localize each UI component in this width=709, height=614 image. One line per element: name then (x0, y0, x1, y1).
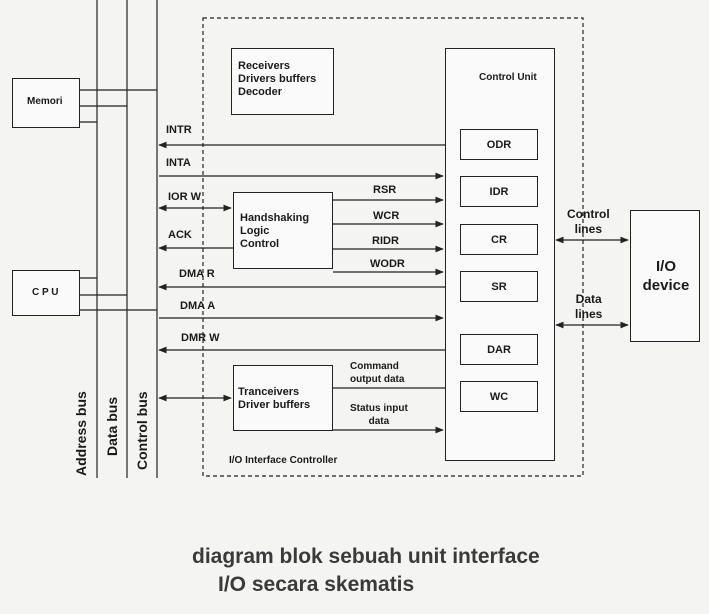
caption-line-2: I/O secara skematis (218, 573, 415, 596)
cpu-block: C P U (12, 270, 80, 316)
wodr-label: WODR (370, 258, 405, 270)
handshaking-label: Handshaking Logic Control (240, 212, 310, 250)
iorw-label: IOR W (168, 191, 201, 203)
ack-label: ACK (168, 229, 192, 241)
register-odr: ODR (460, 129, 538, 160)
ridr-label: RIDR (372, 235, 399, 247)
register-wc: WC (460, 381, 538, 412)
register-dar: DAR (460, 334, 538, 365)
register-idr: IDR (460, 176, 538, 207)
caption-line-1: diagram blok sebuah unit interface (192, 545, 540, 568)
inta-label: INTA (166, 157, 191, 169)
dmaa-label: DMA A (180, 300, 216, 312)
control-bus-label: Control bus (134, 391, 150, 470)
io-device-label: I/O device (642, 258, 690, 294)
cpu-label: C P U (32, 287, 59, 298)
data-bus-label: Data bus (104, 396, 120, 456)
intr-label: INTR (166, 124, 192, 136)
handshaking-block: Handshaking Logic Control (233, 192, 333, 269)
controller-label: I/O Interface Controller (229, 455, 338, 466)
memori-block: Memori (12, 78, 80, 128)
dmar-label: DMA R (179, 268, 215, 280)
io-device-block: I/O device (630, 210, 700, 342)
tranceivers-block: Tranceivers Driver buffers (233, 365, 333, 431)
memori-label: Memori (27, 96, 63, 107)
command-output-label: Command output data (350, 361, 405, 385)
controller-boundary (202, 17, 584, 477)
wcr-label: WCR (373, 210, 400, 222)
data-lines-label: Data lines (575, 292, 603, 321)
rsr-label: RSR (373, 184, 397, 196)
receivers-label: Receivers Drivers buffers Decoder (238, 60, 317, 98)
status-input-label: Status input data (350, 403, 408, 427)
register-cr: CR (460, 224, 538, 255)
receivers-block: Receivers Drivers buffers Decoder (231, 48, 334, 115)
control-unit-label: Control Unit (479, 72, 537, 83)
control-lines-label: Control lines (567, 207, 610, 236)
dmrw-label: DMR W (181, 332, 220, 344)
tranceivers-label: Tranceivers Driver buffers (238, 386, 311, 411)
register-sr: SR (460, 271, 538, 302)
address-bus-label: Address bus (73, 391, 89, 476)
